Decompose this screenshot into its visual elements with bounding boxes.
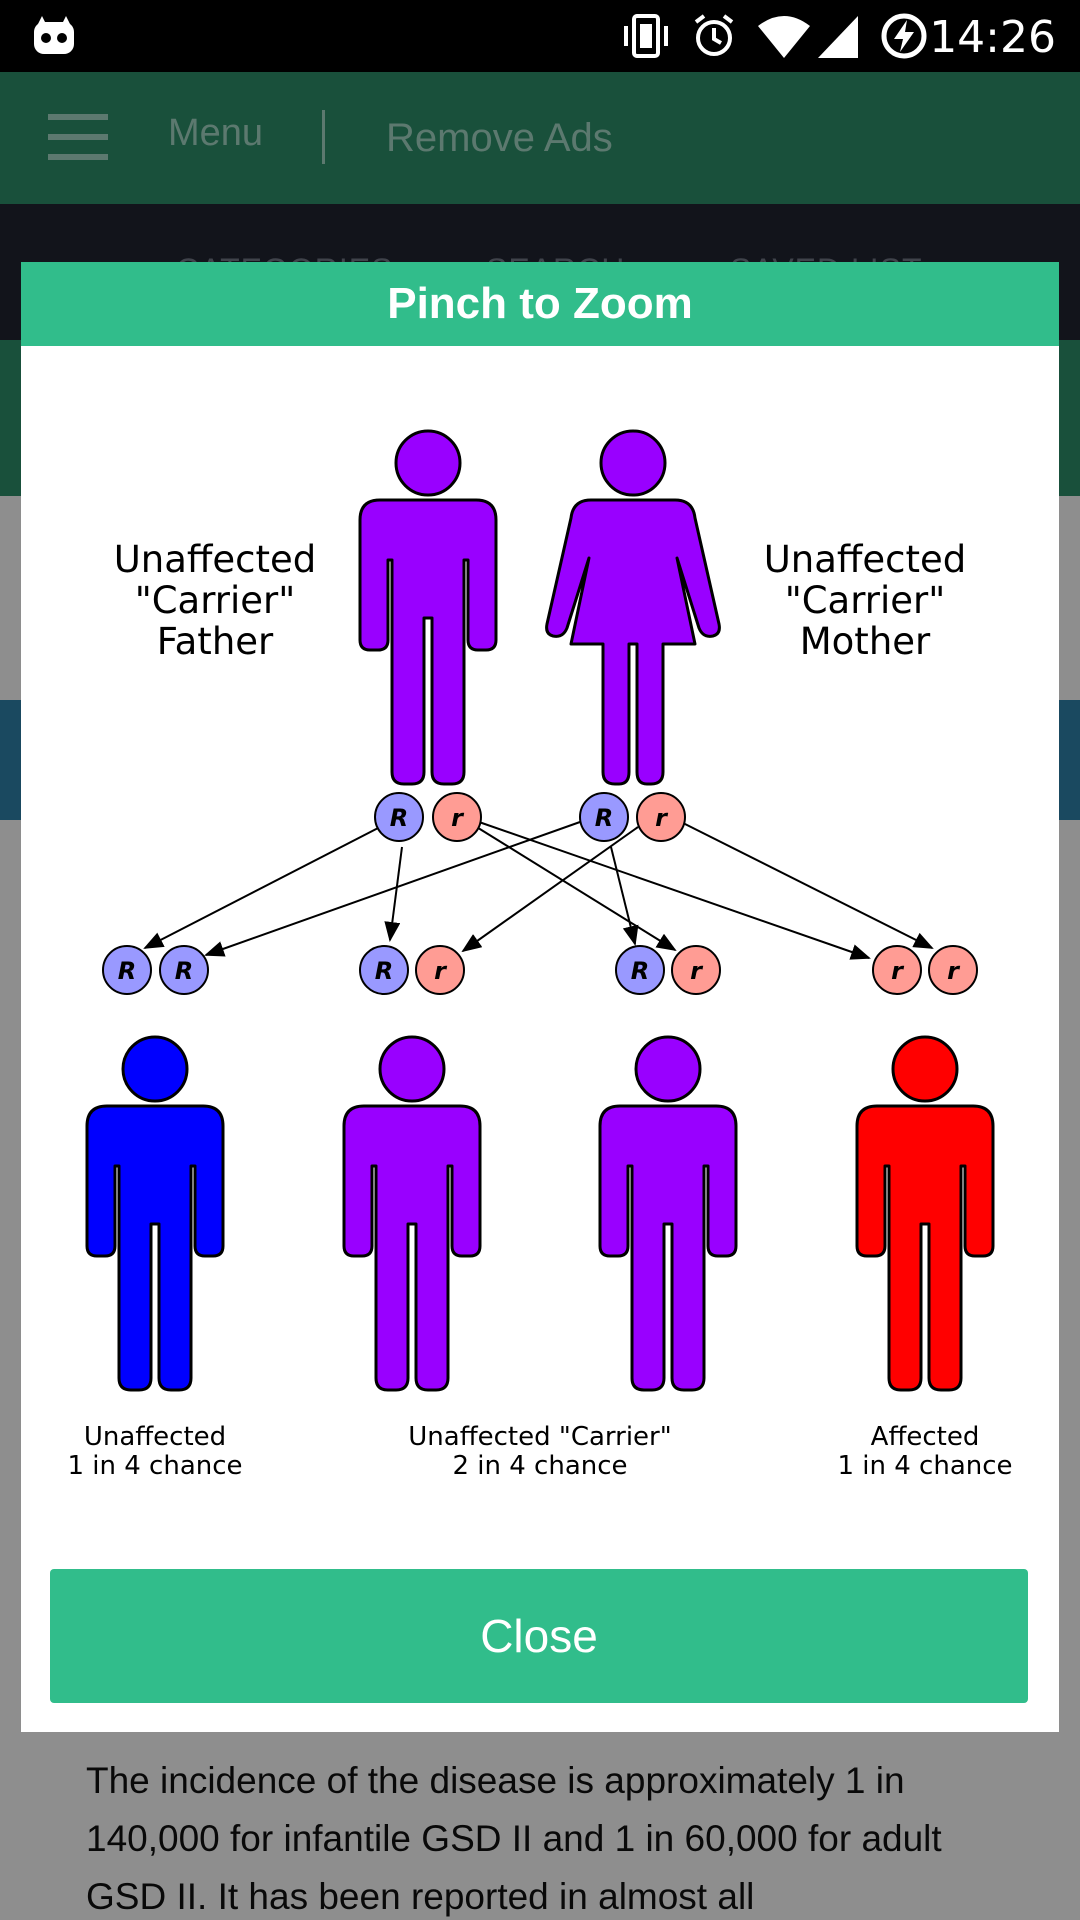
background-body-text: The incidence of the disease is approxim… — [86, 1760, 942, 1917]
hamburger-menu-icon[interactable] — [48, 114, 108, 162]
child1-allele-1-label: R — [118, 957, 136, 985]
father-label-line1: Unaffected — [114, 538, 317, 581]
child1-allele-2 — [159, 945, 209, 995]
child4-allele-1-label: r — [891, 957, 905, 985]
father-figure — [358, 429, 498, 786]
mother-allele-dominant-label: R — [595, 804, 613, 832]
father-label-line2: "Carrier" — [135, 579, 296, 622]
child3-allele-1-label: R — [631, 957, 649, 985]
outcome-affected-line1: Affected — [871, 1422, 980, 1452]
inheritance-diagram[interactable]: Unaffected "Carrier" Father Unaffected "… — [21, 346, 1059, 1526]
outcome-affected-line2: 1 in 4 chance — [837, 1451, 1012, 1481]
father-allele-recessive — [432, 792, 482, 842]
child-carrier-figure-1 — [342, 1035, 482, 1392]
father-allele-recessive-label: r — [451, 804, 465, 832]
child2-allele-1 — [359, 945, 409, 995]
dialog-title: Pinch to Zoom — [21, 262, 1059, 346]
status-bar: 14:26 — [0, 0, 1080, 72]
child1-allele-2-label: R — [175, 957, 193, 985]
child-unaffected-figure — [85, 1035, 225, 1392]
child4-allele-2-label: r — [947, 957, 961, 985]
mother-figure — [545, 429, 721, 786]
battery-charging-icon — [881, 13, 927, 59]
child2-allele-2-label: r — [434, 957, 448, 985]
mother-label-line1: Unaffected — [764, 538, 967, 581]
father-label-line3: Father — [157, 620, 274, 663]
menu-button[interactable]: Menu — [168, 112, 264, 154]
mother-allele-recessive — [636, 792, 686, 842]
outcome-carrier-line1: Unaffected "Carrier" — [408, 1422, 671, 1452]
mother-label-line2: "Carrier" — [785, 579, 946, 622]
mother-label-line3: Mother — [800, 620, 931, 663]
mother-allele-recessive-label: r — [655, 804, 669, 832]
outcome-unaffected-line2: 1 in 4 chance — [67, 1451, 242, 1481]
child2-allele-1-label: R — [375, 957, 393, 985]
child3-allele-2 — [671, 945, 721, 995]
father-allele-dominant-label: R — [390, 804, 408, 832]
child3-allele-2-label: r — [690, 957, 704, 985]
close-button[interactable]: Close — [50, 1569, 1028, 1703]
child4-allele-2 — [928, 945, 978, 995]
child-affected-figure — [855, 1035, 995, 1392]
remove-ads-button[interactable]: Remove Ads — [386, 116, 613, 160]
father-allele-dominant — [374, 792, 424, 842]
child4-allele-1 — [872, 945, 922, 995]
outcome-carrier-line2: 2 in 4 chance — [452, 1451, 627, 1481]
mother-allele-dominant — [579, 792, 629, 842]
zoom-dialog: Pinch to Zoom Unaffected "Carrier" Fathe… — [21, 262, 1059, 1732]
alarm-icon — [694, 14, 734, 56]
app-notification-icon — [34, 16, 74, 54]
wifi-icon — [758, 16, 810, 58]
child2-allele-2 — [415, 945, 465, 995]
signal-icon — [818, 16, 858, 58]
child1-allele-1 — [102, 945, 152, 995]
status-time: 14:26 — [929, 12, 1056, 63]
child-carrier-figure-2 — [598, 1035, 738, 1392]
inheritance-arrows — [143, 821, 934, 960]
outcome-unaffected-line1: Unaffected — [84, 1422, 226, 1452]
app-bar: Menu Remove Ads — [0, 72, 1080, 204]
vibrate-icon — [624, 14, 668, 58]
child3-allele-1 — [615, 945, 665, 995]
app-bar-divider — [322, 110, 325, 164]
